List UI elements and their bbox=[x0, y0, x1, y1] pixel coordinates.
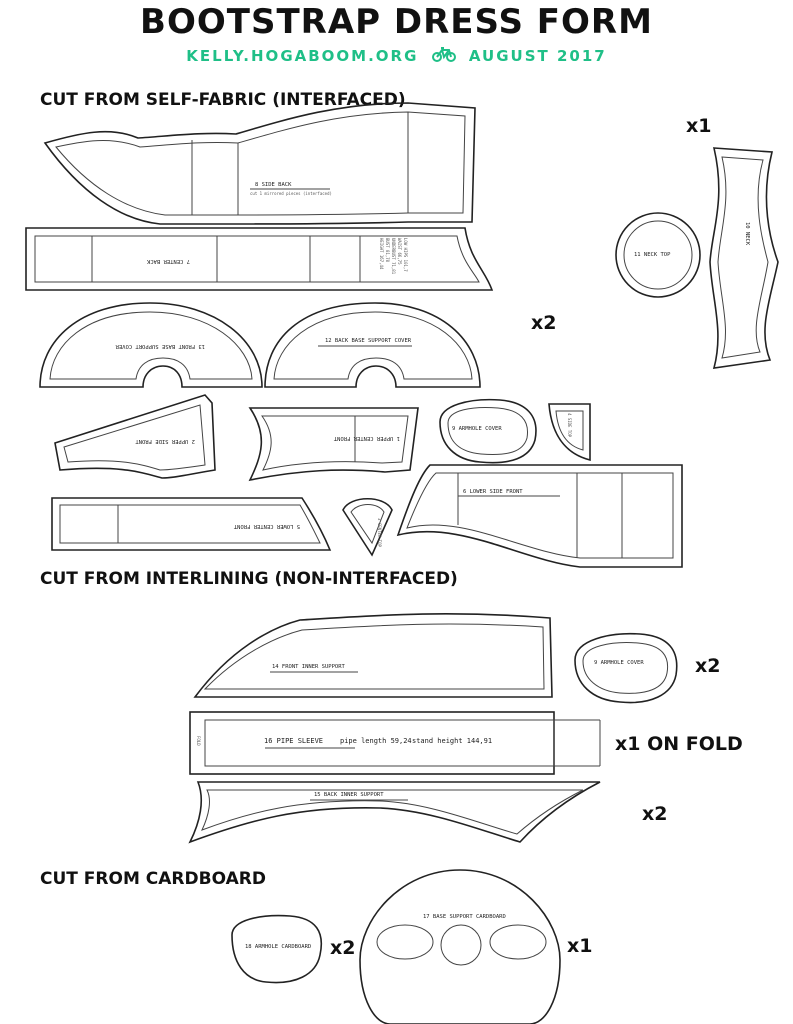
label-side-top: 4 SIDE TOP bbox=[567, 413, 572, 438]
qty-armhole-cover: x2 bbox=[695, 655, 721, 677]
label-pipe-length: pipe length 59,24 bbox=[340, 737, 412, 745]
svg-text:UNDERBUST 71,81: UNDERBUST 71,81 bbox=[391, 238, 396, 275]
label-pipe-sleeve: 16 PIPE SLEEVE bbox=[264, 737, 323, 745]
qty-armhole-cardboard: x2 bbox=[330, 937, 356, 959]
label-back-base-cover: 12 BACK BASE SUPPORT COVER bbox=[325, 338, 412, 344]
qty-base-cardboard: x1 bbox=[567, 935, 593, 957]
measurements: HEIGHT 167,44 BUST 81,78 UNDERBUST 71,81… bbox=[379, 238, 408, 275]
piece-side-back: 8 SIDE BACK cut 1 mirrored pieces (inter… bbox=[43, 102, 476, 225]
page-subtitle: KELLY.HOGABOOM.ORG AUGUST 2017 bbox=[0, 46, 793, 66]
piece-pipe-sleeve: FOLD 16 PIPE SLEEVE pipe length 59,24 st… bbox=[189, 711, 601, 775]
piece-neck-top: 11 NECK TOP bbox=[615, 212, 701, 298]
label-base-support-cardboard: 17 BASE SUPPORT CARDBOARD bbox=[423, 914, 506, 920]
label-lower-center-front: 5 LOWER CENTER FRONT bbox=[233, 523, 300, 529]
label-upper-side-front: 2 UPPER SIDE FRONT bbox=[135, 438, 195, 444]
label-fold: FOLD bbox=[196, 736, 201, 746]
qty-back-inner: x2 bbox=[642, 803, 668, 825]
section-heading-cardboard: CUT FROM CARDBOARD bbox=[40, 869, 266, 889]
note-side-back: cut 1 mirrored pieces (interfaced) bbox=[250, 191, 332, 196]
label-front-base-cover: 13 FRONT BASE SUPPORT COVER bbox=[115, 343, 205, 349]
piece-back-inner-support: 15 BACK INNER SUPPORT bbox=[188, 781, 601, 844]
label-back-inner-support: 15 BACK INNER SUPPORT bbox=[314, 792, 384, 798]
piece-neck: 10 NECK bbox=[709, 147, 779, 369]
label-armhole-cover-interlining: 9 ARMHOLE COVER bbox=[594, 660, 644, 666]
label-neck-top: 11 NECK TOP bbox=[634, 252, 671, 258]
qty-pipe-sleeve: x1 ON FOLD bbox=[615, 733, 743, 755]
piece-center-back: 7 CENTER BACK HEIGHT 167,44 BUST 81,78 U… bbox=[25, 227, 494, 291]
label-center-top: 3 CENTER TOP bbox=[377, 518, 382, 547]
piece-side-top: 4 SIDE TOP bbox=[548, 403, 591, 462]
label-stand-height: stand height 144,91 bbox=[412, 737, 492, 745]
piece-base-support-cardboard: 17 BASE SUPPORT CARDBOARD bbox=[359, 869, 561, 1024]
piece-lower-side-front: 6 LOWER SIDE FRONT bbox=[396, 464, 683, 568]
label-front-inner-support: 14 FRONT INNER SUPPORT bbox=[272, 664, 346, 670]
svg-text:HEIGHT 167,44: HEIGHT 167,44 bbox=[379, 238, 384, 270]
svg-text:BUST 81,78: BUST 81,78 bbox=[385, 238, 390, 263]
piece-front-inner-support: 14 FRONT INNER SUPPORT bbox=[193, 612, 553, 698]
piece-front-base-cover: 13 FRONT BASE SUPPORT COVER bbox=[39, 302, 263, 388]
site-url: KELLY.HOGABOOM.ORG bbox=[186, 47, 419, 65]
bicycle-icon bbox=[431, 46, 456, 66]
svg-text:LOW HIPS 101,7: LOW HIPS 101,7 bbox=[403, 238, 408, 272]
section-heading-self-fabric: CUT FROM SELF-FABRIC (INTERFACED) bbox=[40, 90, 406, 110]
date-label: AUGUST 2017 bbox=[468, 47, 607, 65]
label-armhole-cardboard: 18 ARMHOLE CARDBOARD bbox=[245, 944, 311, 950]
piece-lower-center-front: 5 LOWER CENTER FRONT bbox=[51, 497, 332, 551]
label-upper-center-front: 1 UPPER CENTER FRONT bbox=[333, 435, 400, 441]
piece-upper-center-front: 1 UPPER CENTER FRONT bbox=[248, 407, 419, 482]
qty-neck: x1 bbox=[686, 115, 712, 137]
label-center-back: 7 CENTER BACK bbox=[146, 258, 190, 264]
svg-text:WAIST 66,75: WAIST 66,75 bbox=[397, 238, 402, 265]
piece-armhole-cardboard: 18 ARMHOLE CARDBOARD bbox=[231, 914, 323, 984]
label-side-back: 8 SIDE BACK bbox=[255, 182, 292, 188]
label-neck: 10 NECK bbox=[744, 222, 750, 246]
piece-armhole-cover-self: 9 ARMHOLE COVER bbox=[439, 398, 537, 464]
label-armhole-cover-self: 9 ARMHOLE COVER bbox=[452, 426, 502, 432]
label-lower-side-front: 6 LOWER SIDE FRONT bbox=[463, 489, 523, 495]
page-title: BOOTSTRAP DRESS FORM bbox=[140, 2, 653, 42]
qty-self-fabric: x2 bbox=[531, 312, 557, 334]
piece-armhole-cover-interlining: 9 ARMHOLE COVER bbox=[574, 632, 678, 704]
section-heading-interlining: CUT FROM INTERLINING (NON-INTERFACED) bbox=[40, 569, 458, 589]
piece-upper-side-front: 2 UPPER SIDE FRONT bbox=[54, 394, 216, 479]
piece-back-base-cover: 12 BACK BASE SUPPORT COVER bbox=[264, 302, 481, 388]
piece-center-top: 3 CENTER TOP bbox=[342, 498, 393, 557]
